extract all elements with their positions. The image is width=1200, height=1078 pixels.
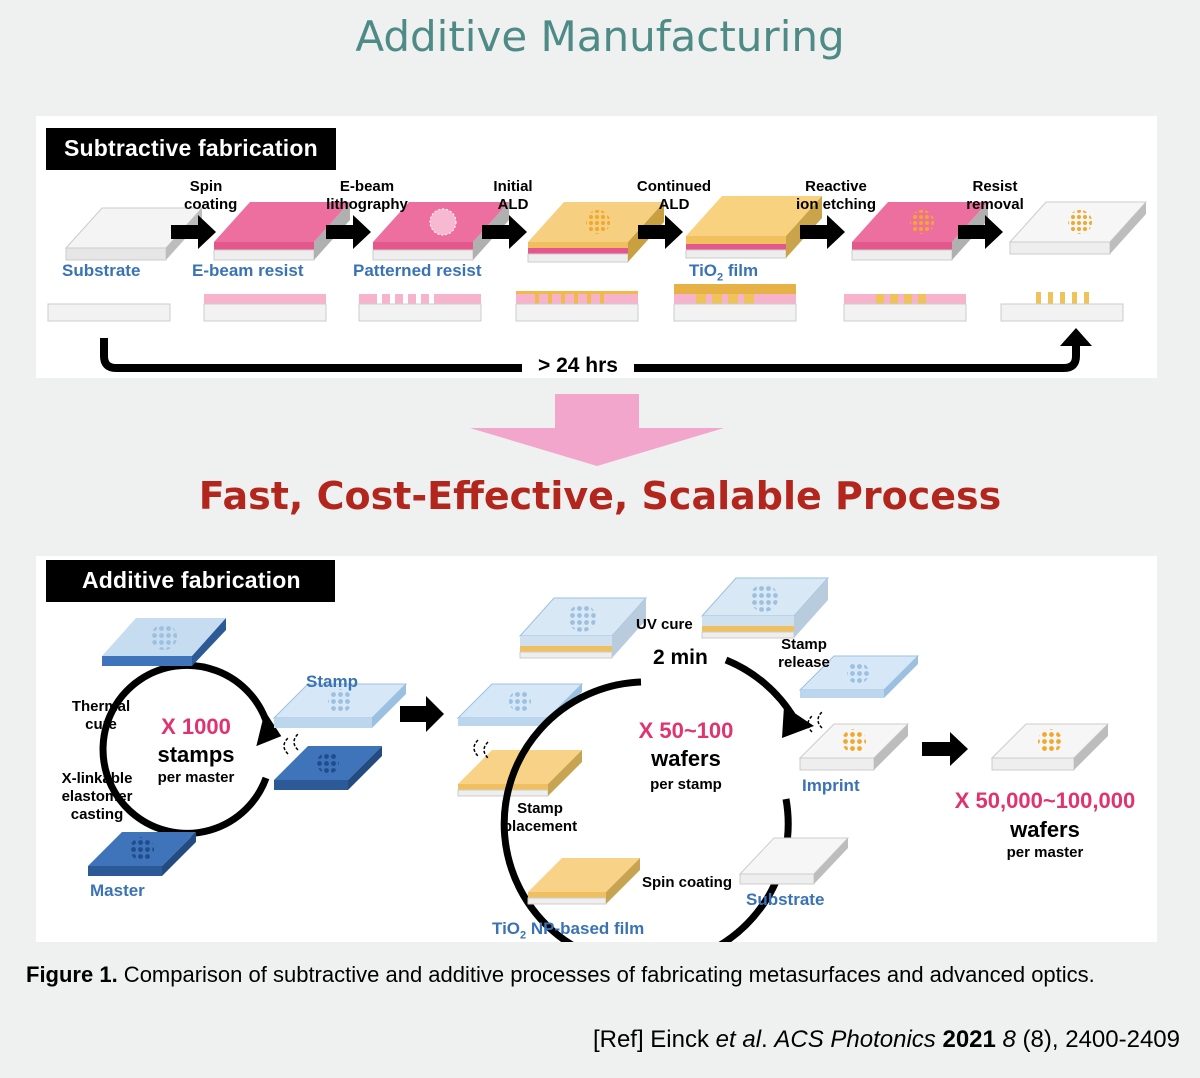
arrow-icon — [922, 732, 968, 766]
spin-coating-label: Spin coating — [642, 874, 732, 891]
subtractive-header: Subtractive fabrication — [46, 128, 336, 170]
timeline-bracket — [100, 338, 1080, 372]
wafers-multiplier: X 50~100 — [638, 718, 734, 743]
stage-label-ebeam-resist: E-beam resist — [192, 261, 304, 280]
master-under-stamp — [274, 746, 382, 790]
film-for-placement — [457, 750, 582, 797]
cross-sections — [47, 284, 1124, 322]
wafer-patterned-resist — [372, 202, 509, 261]
wafer-continued-ald — [685, 196, 822, 259]
released-stamp — [798, 655, 920, 698]
substrate-label: Substrate — [746, 890, 825, 909]
headline: Fast, Cost-Effective, Scalable Process — [198, 474, 1002, 518]
pdms-cast — [102, 618, 226, 666]
total-unit: wafers — [1010, 817, 1080, 842]
release-icon — [807, 711, 823, 733]
imprinted-wafer — [798, 723, 910, 771]
uv-cure-stack-right — [700, 577, 830, 639]
stamp-cycle-loop — [99, 661, 272, 837]
stage-label-substrate: Substrate — [62, 261, 141, 280]
total-per-master: per master — [1006, 844, 1084, 861]
wafer-cycle-loop — [500, 678, 792, 942]
total-multiplier: X 50,000~100,000 — [954, 788, 1136, 813]
figure-caption: Figure 1. Comparison of subtractive and … — [26, 962, 1095, 987]
arrow-icon — [958, 215, 1003, 249]
arrow-icon — [256, 710, 282, 747]
stamps-unit: stamps — [157, 742, 235, 767]
subtractive-diagram — [47, 196, 1148, 372]
additive-diagram — [88, 577, 1110, 942]
uv-cure-label: UV cure — [636, 616, 693, 633]
stamp-part — [272, 683, 408, 728]
wafer-resist-removed — [1008, 201, 1148, 255]
imprint-label: Imprint — [802, 776, 860, 795]
arrow-icon — [800, 215, 845, 249]
stamp-label: Stamp — [306, 672, 358, 691]
reference: [Ref] Einck et al. ACS Photonics 2021 8 … — [592, 1026, 1180, 1053]
release-icon — [283, 733, 299, 755]
wafers-unit: wafers — [651, 746, 721, 771]
tio2-film-label: TiO2 NP-based film — [492, 919, 645, 942]
final-wafer — [990, 723, 1110, 771]
wafer-initial-ald — [527, 202, 664, 263]
stamps-multiplier: X 1000 — [161, 714, 231, 739]
duration-label: > 24 hrs — [538, 354, 618, 377]
stage-label-patterned-resist: Patterned resist — [353, 261, 482, 280]
page-title: Additive Manufacturing — [355, 12, 845, 61]
stamps-per-master: per master — [157, 769, 235, 786]
stamp-above-film — [456, 683, 584, 726]
arrow-icon — [400, 696, 444, 732]
master-label: Master — [90, 881, 145, 900]
arrow-icon — [782, 706, 814, 738]
arrow-up-icon — [1060, 328, 1092, 346]
stage-label-tio2-film: TiO2 film — [689, 261, 759, 284]
arrow-icon — [326, 215, 371, 249]
process-arrows — [171, 215, 1003, 249]
uv-cure-stack-left — [518, 597, 648, 659]
wafer-etched — [851, 202, 988, 261]
arrow-icon — [638, 215, 683, 249]
arrow-icon — [171, 215, 216, 249]
placement-icon — [473, 739, 489, 759]
tio2-film-wafer — [527, 858, 640, 905]
substrate-wafer — [738, 837, 850, 885]
additive-header: Additive fabrication — [46, 560, 335, 602]
master-wafer — [88, 832, 196, 876]
wafers-per-stamp: per stamp — [650, 776, 722, 793]
down-arrow-icon — [470, 394, 724, 466]
cycle-time-label: 2 min — [653, 646, 708, 669]
arrow-icon — [482, 215, 527, 249]
